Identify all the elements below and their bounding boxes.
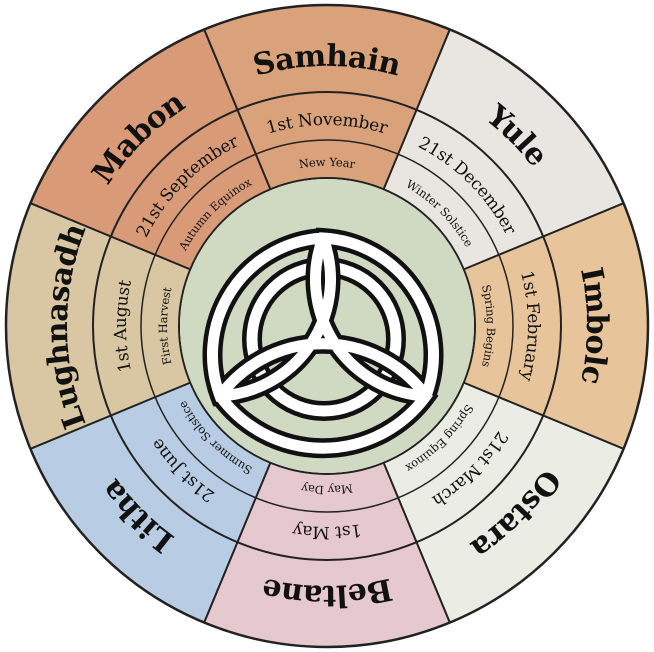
- festival-date-text: 1st May: [291, 520, 363, 543]
- segment-litha: [30, 382, 271, 623]
- triquetra-icon: [202, 227, 444, 459]
- festival-meaning-text: Spring Begins: [479, 283, 498, 369]
- festival-meaning: Spring Begins: [479, 283, 498, 369]
- festival-meaning-text: May Day: [300, 481, 354, 497]
- ring-border: [178, 177, 476, 475]
- segment-beltane: [204, 462, 450, 647]
- festival-meaning: New Year: [298, 155, 357, 171]
- festival-date: 1st May: [291, 520, 363, 543]
- festival-meaning-text: New Year: [298, 155, 357, 171]
- segment-samhain: [204, 5, 450, 190]
- festival-meaning: First Harvest: [156, 285, 175, 366]
- festival-name-text: Imbolc: [573, 265, 614, 388]
- segment-ostara: [383, 382, 624, 623]
- segment-yule: [383, 29, 624, 270]
- ring-border: [4, 3, 650, 649]
- festival-meaning: May Day: [300, 481, 354, 497]
- festival-meaning-text: First Harvest: [156, 285, 175, 366]
- segment-mabon: [30, 29, 271, 270]
- ring-border: [140, 139, 514, 513]
- segment-lughnasadh: [6, 203, 191, 449]
- ring-border: [92, 91, 562, 561]
- festival-name: Imbolc: [573, 265, 614, 388]
- segment-imbolc: [463, 203, 648, 449]
